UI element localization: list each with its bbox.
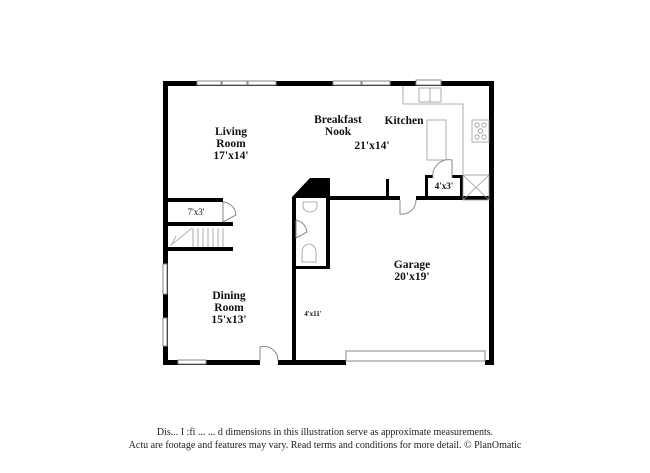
disclaimer-line-2: Actu are footage and features may vary. … [128,440,522,451]
living-room-dimensions: 17'x14' [213,150,249,162]
garage-label: Garage 20'x19' [380,259,444,283]
nook-name-2: Nook [324,126,352,138]
living-room-name-2: Room [216,138,246,150]
disclaimer-line-1: Dis... I :fi ... ... d dimensions in thi… [156,427,494,438]
dining-room-name-2: Room [214,302,244,314]
kitchen-name: Kitchen [384,115,424,127]
breakfast-nook-label: Breakfast Nook [302,114,374,138]
closet-dimensions: 7'x3' [187,207,205,217]
hall-dimensions: 4'x11' [304,310,322,318]
kitchen-counters [402,86,490,201]
kitchen-label: Kitchen [376,115,432,127]
living-room-name: Living [215,126,247,138]
garage-name: Garage [393,259,431,271]
doors [222,159,453,362]
windows-top [196,79,442,86]
garage-dimensions: 20'x19' [394,271,430,283]
disclaimer: Dis... I :fi ... ... d dimensions in thi… [0,426,650,452]
dining-room-name: Dining [212,290,246,302]
chimney-block [292,178,330,198]
living-room-label: Living Room 17'x14' [196,126,266,162]
pantry-dimensions: 4'x3' [434,181,454,191]
dining-room-label: Dining Room 15'x13' [194,290,264,326]
interior-walls [163,175,494,361]
nook-name: Breakfast [314,114,362,126]
garage-door [345,350,486,362]
bath-fixtures [301,201,318,263]
windows-left [162,263,207,365]
staircase [169,227,224,247]
kitchen-dimensions: 21'x14' [354,140,390,152]
dining-room-dimensions: 15'x13' [211,314,247,326]
